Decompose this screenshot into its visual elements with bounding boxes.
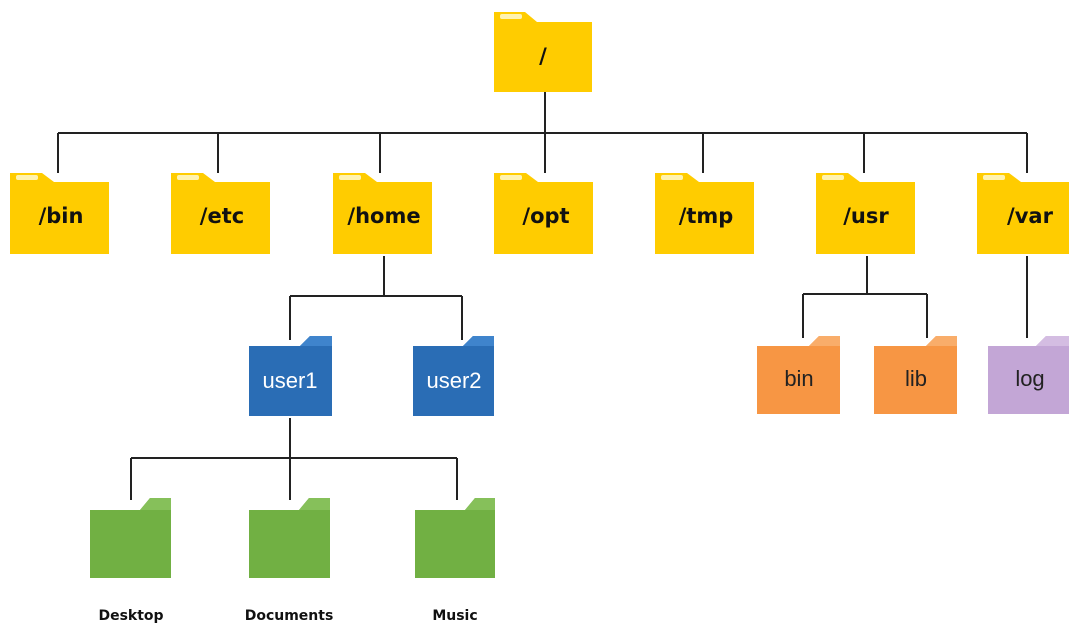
folder-tab-highlight xyxy=(661,175,683,180)
folder-icon xyxy=(171,173,270,254)
folder-tab xyxy=(465,498,495,510)
folder-documents[interactable] xyxy=(249,498,330,578)
folder-tmp[interactable]: /tmp xyxy=(655,173,754,254)
folder-music[interactable] xyxy=(415,498,495,578)
folder-label: user2 xyxy=(426,368,481,393)
folder-user1[interactable]: user1 xyxy=(249,336,332,416)
folder-home[interactable]: /home xyxy=(333,173,432,254)
folder-desktop[interactable] xyxy=(90,498,171,578)
folder-tab xyxy=(463,336,494,346)
folder-usr-lib[interactable]: lib xyxy=(874,336,957,414)
folder-icon xyxy=(333,173,432,254)
folder-tab xyxy=(1036,336,1069,346)
tree-connectors xyxy=(57,92,1028,500)
folder-tab xyxy=(300,336,332,346)
folder-icon xyxy=(413,336,494,416)
folder-label: /opt xyxy=(522,204,569,228)
folder-icon xyxy=(816,173,915,254)
folder-label: /bin xyxy=(39,204,84,228)
folder-tab-highlight xyxy=(500,14,522,19)
folder-icon xyxy=(655,173,754,254)
folder-icon xyxy=(249,498,330,578)
folder-opt[interactable]: /opt xyxy=(494,173,593,254)
folder-icon xyxy=(494,173,593,254)
folder-icon xyxy=(977,173,1069,254)
folder-user2[interactable]: user2 xyxy=(413,336,494,416)
caption-desktop: Desktop xyxy=(98,608,163,624)
folder-tab-highlight xyxy=(983,175,1005,180)
folder-icon xyxy=(249,336,332,416)
caption-documents: Documents xyxy=(245,608,334,624)
folder-icon xyxy=(757,336,840,414)
folder-label: user1 xyxy=(262,368,317,393)
folder-etc[interactable]: /etc xyxy=(171,173,270,254)
folder-label: lib xyxy=(905,366,927,391)
folder-var-log[interactable]: log xyxy=(988,336,1069,414)
folder-tab-highlight xyxy=(339,175,361,180)
folder-label: bin xyxy=(784,366,813,391)
folder-tab-highlight xyxy=(500,175,522,180)
folder-icon xyxy=(494,12,592,92)
folder-tab xyxy=(140,498,171,510)
folder-icon xyxy=(415,498,495,578)
folder-icon xyxy=(10,173,109,254)
folder-tab xyxy=(809,336,840,346)
folder-root[interactable]: / xyxy=(494,12,592,92)
folder-icon xyxy=(90,498,171,578)
folder-icon xyxy=(874,336,957,414)
caption-music: Music xyxy=(432,608,477,624)
folder-label: / xyxy=(539,44,547,68)
folder-label: /etc xyxy=(200,204,244,228)
folder-label: /var xyxy=(1007,204,1054,228)
folder-usr[interactable]: /usr xyxy=(816,173,915,254)
folder-tab-highlight xyxy=(16,175,38,180)
folder-tab xyxy=(299,498,330,510)
folder-label: log xyxy=(1015,366,1044,391)
folder-label: /usr xyxy=(843,204,889,228)
folder-label: /tmp xyxy=(679,204,734,228)
folder-bin[interactable]: /bin xyxy=(10,173,109,254)
folder-icon xyxy=(988,336,1069,414)
folder-tab-highlight xyxy=(822,175,844,180)
folder-tab xyxy=(926,336,957,346)
folder-label: /home xyxy=(347,204,420,228)
folder-tab-highlight xyxy=(177,175,199,180)
folder-usr-bin[interactable]: bin xyxy=(757,336,840,414)
folder-var[interactable]: /var xyxy=(977,173,1069,254)
